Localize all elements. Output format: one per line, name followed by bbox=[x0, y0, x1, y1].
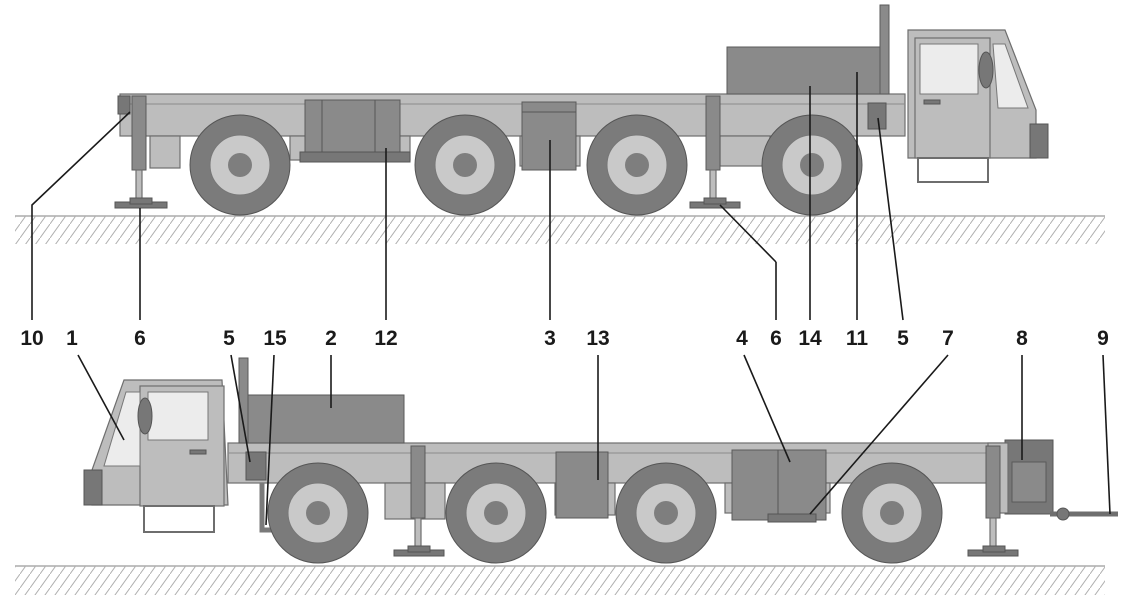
callout-15: 15 bbox=[263, 327, 287, 350]
wheel-top-1 bbox=[189, 114, 291, 216]
callout-12: 12 bbox=[374, 327, 397, 350]
callout-1: 1 bbox=[66, 327, 78, 350]
callout-3: 3 bbox=[544, 327, 556, 350]
wheel-top-2 bbox=[414, 114, 516, 216]
callout-8: 8 bbox=[1016, 327, 1028, 350]
callout-14: 14 bbox=[798, 327, 822, 350]
callout-6-left: 6 bbox=[134, 327, 146, 350]
battery-box-top bbox=[521, 101, 577, 171]
control-box-bottom bbox=[245, 451, 267, 481]
ground-hatch-bottom bbox=[15, 566, 1105, 595]
exhaust-stack-top bbox=[879, 4, 890, 95]
callout-7: 7 bbox=[942, 327, 954, 350]
callout-2: 2 bbox=[325, 327, 337, 350]
outrigger-rear-bottom bbox=[967, 445, 1019, 557]
cab-top bbox=[907, 29, 1049, 183]
top-vehicle bbox=[15, 4, 1105, 244]
wheel-bottom-4 bbox=[841, 462, 943, 564]
control-box-top bbox=[867, 102, 887, 130]
tank-assembly-top bbox=[304, 99, 401, 153]
callout-5-bottom: 5 bbox=[223, 327, 235, 350]
callout-5-top: 5 bbox=[897, 327, 909, 350]
callout-labels: 10 1 6 5 15 2 12 3 13 4 6 14 11 5 7 8 9 bbox=[20, 327, 1109, 350]
callout-6-right: 6 bbox=[770, 327, 782, 350]
outrigger-front-top bbox=[689, 95, 741, 209]
box-4-bottom bbox=[731, 449, 827, 521]
leader-lines bbox=[31, 72, 1111, 526]
outrigger-front-bottom bbox=[393, 445, 445, 557]
wheel-bottom-3 bbox=[615, 462, 717, 564]
callout-13: 13 bbox=[586, 327, 609, 350]
callout-10: 10 bbox=[20, 327, 43, 350]
callout-9: 9 bbox=[1097, 327, 1109, 350]
callout-4: 4 bbox=[736, 327, 748, 350]
wheel-top-3 bbox=[586, 114, 688, 216]
wheel-top-4 bbox=[761, 114, 863, 216]
ground-hatch-top bbox=[15, 216, 1105, 244]
bottom-vehicle bbox=[15, 357, 1118, 595]
engine-cover-top bbox=[726, 46, 888, 95]
wheel-bottom-1 bbox=[267, 462, 369, 564]
outrigger-rear-top bbox=[114, 95, 168, 209]
cab-bottom bbox=[83, 379, 229, 533]
box-13-bottom bbox=[555, 451, 609, 519]
callout-11: 11 bbox=[846, 327, 869, 350]
wheel-bottom-2 bbox=[445, 462, 547, 564]
exhaust-stack-bottom bbox=[238, 357, 249, 444]
